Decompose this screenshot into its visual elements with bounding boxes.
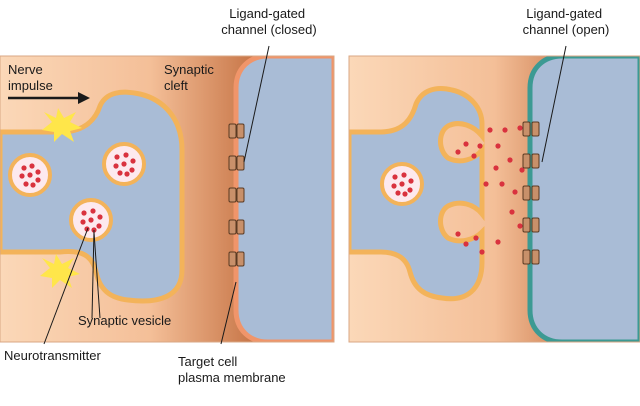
synaptic-vesicle: [380, 162, 424, 206]
ligand-gated-channels-closed: [228, 123, 245, 267]
right-panel-border: [348, 55, 640, 343]
depolarization-flash: [42, 108, 82, 142]
ligand-gated-closed-label: Ligand-gated channel (closed): [221, 6, 316, 37]
nerve-impulse-label: Nerve impulse: [8, 62, 53, 93]
right-panel: [349, 56, 640, 342]
postsynaptic-cell: [527, 56, 640, 342]
synaptic-vesicle-label: Synaptic vesicle: [78, 313, 171, 328]
depolarization-flash: [40, 254, 80, 288]
neurotransmitter-label: Neurotransmitter: [4, 348, 101, 363]
presynaptic-terminal: [0, 89, 185, 304]
ligand-gated-open-label: Ligand-gated channel (open): [523, 6, 610, 37]
synaptic-vesicle: [8, 153, 52, 197]
leader-lines: [43, 45, 567, 345]
nerve-impulse-arrow: [8, 92, 90, 104]
ligand-gated-channels-open: [522, 121, 540, 265]
postsynaptic-cell: [233, 56, 334, 342]
left-panel-border: [0, 55, 335, 343]
synaptic-vesicle: [102, 142, 146, 186]
synaptic-cleft-label: Synaptic cleft: [164, 62, 218, 93]
released-neurotransmitter: [455, 125, 525, 255]
synaptic-vesicle: [69, 198, 113, 242]
target-cell-label: Target cell plasma membrane: [178, 354, 286, 385]
left-panel: [0, 56, 334, 342]
